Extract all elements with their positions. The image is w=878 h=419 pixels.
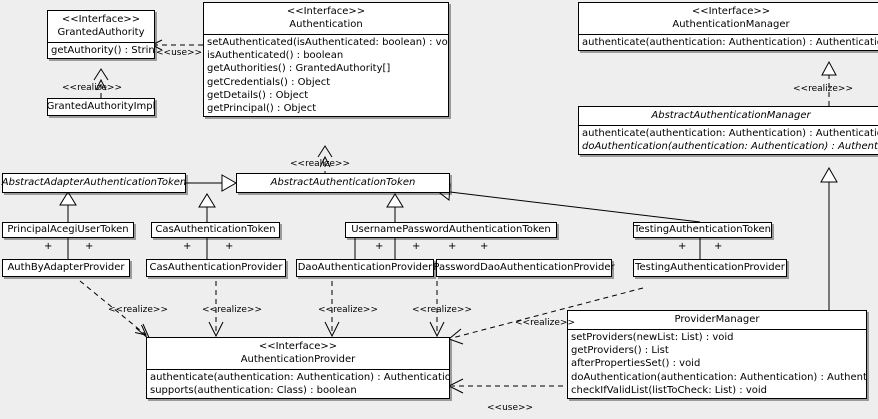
class-name: UsernamePasswordAuthenticationToken: [351, 224, 551, 235]
class-name: AuthenticationManager: [672, 19, 790, 30]
class-name: GrantedAuthorityImpl: [46, 101, 156, 112]
class-name: AbstractAdapterAuthenticationToken: [1, 177, 187, 188]
class-name: PasswordDaoAuthenticationProvider: [433, 262, 615, 273]
divider: [579, 34, 878, 35]
operation: doAuthentication(authentication: Authent…: [571, 371, 866, 383]
class-authentication-provider[interactable]: <<Interface>> AuthenticationProvider aut…: [146, 337, 450, 400]
divider: [579, 125, 878, 126]
class-granted-authority-impl[interactable]: GrantedAuthorityImpl: [47, 98, 155, 116]
class-auth-by-adapter-provider[interactable]: AuthByAdapterProvider: [2, 259, 130, 277]
operation: getAuthorities() : GrantedAuthority[]: [207, 63, 391, 75]
class-header: <<Interface>> AuthenticationProvider: [147, 338, 449, 369]
class-header: <<Interface>> AuthenticationManager: [579, 3, 878, 34]
class-abstract-adapter-authentication-token[interactable]: AbstractAdapterAuthenticationToken: [2, 173, 186, 193]
association-multiplicity-plus: +: [480, 241, 489, 252]
class-name: AuthByAdapterProvider: [7, 262, 125, 273]
operation: getAuthority() : String: [51, 45, 154, 56]
operation: getCredentials() : Object: [207, 76, 331, 88]
class-abstract-authentication-manager[interactable]: AbstractAuthenticationManager authentica…: [578, 106, 878, 156]
class-username-password-authentication-token[interactable]: UsernamePasswordAuthenticationToken: [345, 222, 557, 238]
edge-label-realize: <<realize>>: [793, 84, 853, 94]
class-name: CasAuthenticationProvider: [149, 262, 283, 273]
divider: [48, 42, 154, 43]
class-header: ProviderManager: [568, 311, 866, 329]
operation: checkIfValidList(listToCheck: List) : vo…: [571, 384, 768, 396]
class-name: DaoAuthenticationProvider: [297, 262, 433, 273]
operation: doAuthentication(authentication: Authent…: [582, 141, 878, 153]
association-multiplicity-plus: +: [448, 241, 457, 252]
operation: afterPropertiesSet() : void: [571, 358, 701, 370]
operations-compartment: authenticate(authentication: Authenticat…: [579, 35, 878, 50]
operation: getProviders() : List: [571, 345, 669, 357]
stereotype-label: <<Interface>>: [691, 6, 771, 17]
operation: isAuthenticated() : boolean: [207, 50, 344, 62]
class-abstract-authentication-token[interactable]: AbstractAuthenticationToken: [236, 173, 450, 193]
class-testing-authentication-token[interactable]: TestingAuthenticationToken: [633, 222, 772, 238]
edge-label-realize: <<realize>>: [202, 305, 262, 315]
edge-label-use: <<use>>: [156, 48, 203, 58]
operation: authenticate(authentication: Authenticat…: [582, 37, 878, 48]
association-multiplicity-plus: +: [412, 241, 421, 252]
stereotype-label: <<Interface>>: [286, 6, 366, 17]
edge-label-realize: <<realize>>: [412, 305, 472, 315]
class-cas-authentication-token[interactable]: CasAuthenticationToken: [151, 222, 280, 238]
association-multiplicity-plus: +: [225, 241, 234, 252]
class-dao-authentication-provider[interactable]: DaoAuthenticationProvider: [296, 259, 434, 277]
class-name: AuthenticationProvider: [240, 354, 356, 365]
operations-compartment: setAuthenticated(isAuthenticated: boolea…: [204, 35, 448, 116]
class-name: AbstractAuthenticationManager: [651, 110, 811, 121]
edge-label-realize: <<realize>>: [515, 318, 575, 328]
operations-compartment: getAuthority() : String: [48, 43, 154, 58]
class-cas-authentication-provider[interactable]: CasAuthenticationProvider: [146, 259, 286, 277]
class-principal-acegi-user-token[interactable]: PrincipalAcegiUserToken: [2, 222, 134, 238]
class-name: Authentication: [289, 19, 363, 30]
class-header: <<Interface>> Authentication: [204, 3, 448, 34]
edge-label-realize: <<realize>>: [108, 305, 168, 315]
divider: [147, 369, 449, 370]
class-name: GrantedAuthority: [57, 27, 145, 38]
operation: supports(authentication: Class) : boolea…: [150, 385, 357, 397]
stereotype-label: <<Interface>>: [258, 341, 338, 352]
class-password-dao-authentication-provider[interactable]: PasswordDaoAuthenticationProvider: [433, 259, 615, 277]
class-authentication[interactable]: <<Interface>> Authentication setAuthenti…: [203, 2, 449, 118]
operations-compartment: authenticate(authentication: Authenticat…: [579, 126, 878, 154]
operation: getPrincipal() : Object: [207, 103, 317, 115]
operation: getDetails() : Object: [207, 89, 309, 101]
operation: authenticate(authentication: Authenticat…: [150, 372, 449, 383]
stereotype-label: <<Interface>>: [61, 14, 141, 25]
class-name: TestingAuthenticationToken: [633, 224, 772, 235]
association-multiplicity-plus: +: [678, 241, 687, 252]
class-header: AbstractAuthenticationManager: [579, 107, 878, 125]
class-name: AbstractAuthenticationToken: [270, 177, 416, 188]
operations-compartment: authenticate(authentication: Authenticat…: [147, 370, 449, 398]
class-name: CasAuthenticationToken: [155, 224, 276, 235]
association-multiplicity-plus: +: [85, 241, 94, 252]
class-header: <<Interface>> GrantedAuthority: [48, 11, 154, 42]
operation: setAuthenticated(isAuthenticated: boolea…: [207, 37, 448, 48]
edge-label-realize: <<realize>>: [290, 159, 350, 169]
class-name: TestingAuthenticationProvider: [635, 262, 785, 273]
class-testing-authentication-provider[interactable]: TestingAuthenticationProvider: [633, 259, 787, 277]
association-multiplicity-plus: +: [375, 241, 384, 252]
association-multiplicity-plus: +: [44, 241, 53, 252]
class-name: PrincipalAcegiUserToken: [7, 224, 129, 235]
association-multiplicity-plus: +: [714, 241, 723, 252]
edge-label-realize: <<realize>>: [62, 83, 122, 93]
divider: [568, 329, 866, 330]
operation: setProviders(newList: List) : void: [571, 332, 734, 343]
operation: authenticate(authentication: Authenticat…: [582, 128, 878, 139]
edge-label-use: <<use>>: [487, 403, 534, 413]
class-provider-manager[interactable]: ProviderManager setProviders(newList: Li…: [567, 310, 867, 400]
class-authentication-manager[interactable]: <<Interface>> AuthenticationManager auth…: [578, 2, 878, 52]
class-granted-authority[interactable]: <<Interface>> GrantedAuthority getAuthor…: [47, 10, 155, 60]
association-multiplicity-plus: +: [183, 241, 192, 252]
edge-label-realize: <<realize>>: [318, 305, 378, 315]
operations-compartment: setProviders(newList: List) : void getPr…: [568, 330, 866, 398]
class-name: ProviderManager: [674, 314, 760, 325]
divider: [204, 34, 448, 35]
